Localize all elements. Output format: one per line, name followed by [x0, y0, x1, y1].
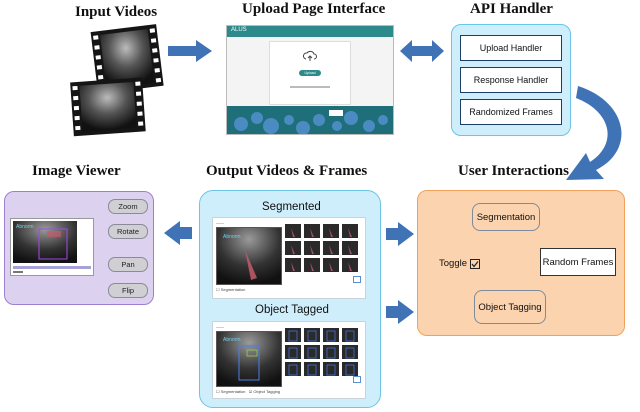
arrow-output-to-viewer	[164, 221, 192, 245]
title-user-interactions: User Interactions	[458, 163, 569, 179]
api-response-handler: Response Handler	[460, 67, 562, 93]
object-tagging-toggle[interactable]: ☐ Segmentation ☑ Object Tagging	[216, 389, 281, 394]
upload-hint-line	[290, 86, 330, 88]
api-handler-panel: Upload Handler Response Handler Randomiz…	[451, 24, 571, 136]
title-api-handler: API Handler	[470, 1, 553, 17]
cloud-upload-icon	[303, 50, 317, 61]
arrow-input-to-upload	[168, 40, 212, 62]
viewer-rotate-button[interactable]: Rotate	[108, 224, 148, 239]
checkbox-icon	[470, 258, 480, 269]
tagged-expand-icon[interactable]	[353, 376, 361, 383]
arrow-interactions-to-segmented	[386, 222, 414, 246]
api-upload-handler: Upload Handler	[460, 35, 562, 61]
upload-footer-texture	[227, 106, 393, 134]
viewer-flip-button[interactable]: Flip	[108, 283, 148, 298]
object-tagged-card: —— Abnorm ☐ Segmentation ☑ Object Taggin…	[212, 321, 366, 399]
title-image-viewer: Image Viewer	[32, 163, 121, 179]
object-tagged-title: Object Tagged	[255, 304, 329, 316]
viewer-zoom-button[interactable]: Zoom	[108, 199, 148, 214]
node-segmentation: Segmentation	[472, 203, 540, 231]
svg-text:Abnorm: Abnorm	[223, 337, 241, 343]
title-output-videos: Output Videos & Frames	[206, 163, 368, 179]
upload-page-screenshot: ALUS Upload	[226, 25, 394, 135]
upload-button[interactable]: Upload	[299, 70, 321, 76]
arrow-api-to-interactions	[566, 86, 622, 180]
segmented-video: Abnorm	[216, 227, 282, 285]
film-strip-back	[90, 24, 164, 94]
tagged-frame-grid	[285, 328, 358, 376]
segmentation-toggle[interactable]: ☐ Segmentation	[216, 287, 246, 292]
segmented-card-header: ——	[216, 220, 224, 225]
viewer-pan-button[interactable]: Pan	[108, 257, 148, 272]
svg-text:Abnorm: Abnorm	[16, 224, 34, 230]
segmented-frames	[285, 224, 358, 272]
input-videos-filmstrips	[70, 24, 164, 137]
arrow-upload-api	[400, 40, 444, 62]
node-object-tagging: Object Tagging	[474, 290, 546, 324]
toggle-control: Toggle	[437, 258, 482, 269]
toggle-label: Toggle	[439, 258, 467, 269]
segmented-expand-icon[interactable]	[353, 276, 361, 283]
segmented-card: —— Abnorm ☐ Segmentation	[212, 217, 366, 299]
viewer-window: Abnorm	[10, 218, 94, 276]
title-upload-page: Upload Page Interface	[242, 1, 386, 17]
arrow-interactions-to-tagged	[386, 300, 414, 324]
upload-logo: ALUS	[231, 27, 247, 33]
svg-text:Abnorm: Abnorm	[223, 234, 241, 240]
segmented-frame-grid	[285, 224, 358, 272]
film-strip-front	[70, 77, 146, 137]
tagged-card-header: ——	[216, 324, 224, 329]
title-input-videos: Input Videos	[75, 4, 158, 20]
viewer-image: Abnorm	[13, 221, 91, 273]
upload-card: Upload	[269, 41, 351, 105]
segmented-title: Segmented	[262, 201, 321, 213]
upload-header-bar: ALUS	[227, 26, 393, 37]
tagged-video: Abnorm	[216, 331, 282, 387]
node-random-frames: Random Frames	[540, 248, 616, 276]
api-randomized-frames: Randomized Frames	[460, 99, 562, 125]
